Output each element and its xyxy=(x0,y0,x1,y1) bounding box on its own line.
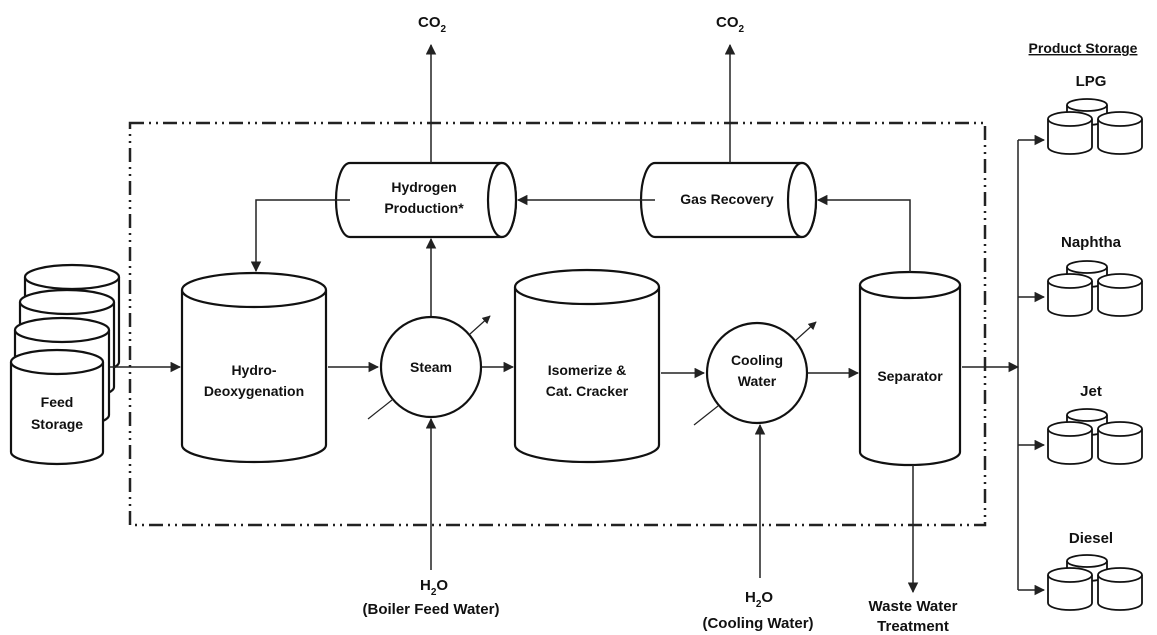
product-tank-groups xyxy=(1047,98,1143,611)
steam-heat-exchanger: Steam xyxy=(367,315,491,420)
h2o-label-left: H2O xyxy=(420,577,448,598)
cooling-water-in-label: (Cooling Water) xyxy=(702,615,813,632)
co2-label-right: CO2 xyxy=(716,14,745,35)
jet-tanks xyxy=(1047,408,1143,465)
diesel-tanks xyxy=(1047,554,1143,611)
cooling-label-line2: Water xyxy=(738,373,777,389)
product-jet-label: Jet xyxy=(1080,383,1102,400)
separator-vessel: Separator xyxy=(858,270,962,467)
hydrogen-label-line1: Hydrogen xyxy=(391,179,456,195)
hydrogen-label-line2: Production* xyxy=(384,200,464,216)
isomerize-cat-cracker: Isomerize & Cat. Cracker xyxy=(513,268,661,464)
boiler-feed-water-label: (Boiler Feed Water) xyxy=(363,601,500,618)
naphtha-tanks xyxy=(1047,260,1143,317)
isom-label-line1: Isomerize & xyxy=(548,362,627,378)
hydrogen-production-unit: Hydrogen Production* xyxy=(334,161,518,239)
hdo-label-line2: Deoxygenation xyxy=(204,383,304,399)
feed-storage-label-line2: Storage xyxy=(31,416,83,432)
product-storage-title: Product Storage xyxy=(1029,40,1138,56)
flow-arrows xyxy=(110,43,1046,596)
steam-label: Steam xyxy=(410,359,452,375)
isom-label-line2: Cat. Cracker xyxy=(546,383,629,399)
product-naphtha-label: Naphtha xyxy=(1061,234,1122,251)
waste-water-label-line2: Treatment xyxy=(877,618,949,635)
waste-water-label-line1: Waste Water xyxy=(869,598,958,615)
hdo-label-line1: Hydro- xyxy=(231,362,276,378)
product-lpg-label: LPG xyxy=(1076,73,1107,90)
hydrodeoxygenation-reactor: Hydro- Deoxygenation xyxy=(180,271,328,464)
feed-storage-label-line1: Feed xyxy=(41,394,74,410)
system-boundary xyxy=(128,121,987,527)
feed-storage-tanks: Feed Storage xyxy=(9,263,121,466)
separator-label: Separator xyxy=(877,368,943,384)
cooling-water-heat-exchanger: Cooling Water xyxy=(693,321,817,426)
gas-recovery-label: Gas Recovery xyxy=(680,191,774,207)
product-diesel-label: Diesel xyxy=(1069,530,1113,547)
lpg-tanks xyxy=(1047,98,1143,155)
cooling-label-line1: Cooling xyxy=(731,352,783,368)
co2-label-left: CO2 xyxy=(418,14,447,35)
gas-recovery-unit: Gas Recovery xyxy=(639,161,818,239)
h2o-label-right: H2O xyxy=(745,589,773,610)
